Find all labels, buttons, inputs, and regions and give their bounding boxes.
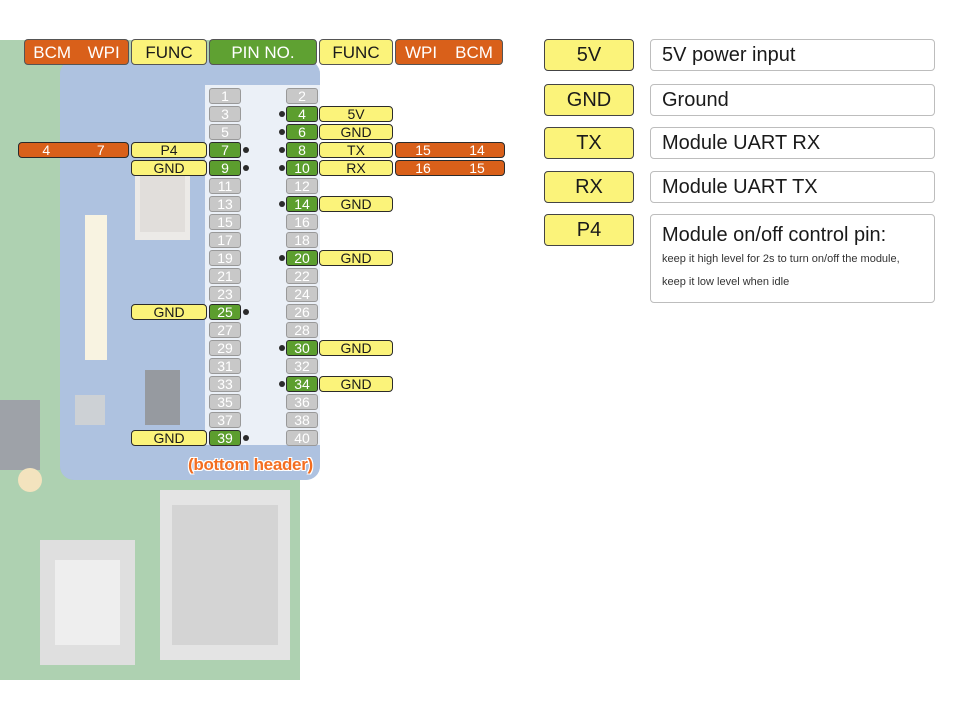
- pin-34-func: GND: [319, 376, 393, 392]
- pin-8: 8: [286, 142, 318, 158]
- pin-23: 23: [209, 286, 241, 302]
- pin-33: 33: [209, 376, 241, 392]
- pin-20-func: GND: [319, 250, 393, 266]
- legend-desc-p4-note-1: keep it high level for 2s to turn on/off…: [662, 253, 900, 265]
- legend-desc-tx: Module UART RX: [650, 127, 935, 159]
- pin-7-wpi: 7: [96, 142, 105, 158]
- pin-16: 16: [286, 214, 318, 230]
- pin-15: 15: [209, 214, 241, 230]
- legend-key-p4: P4: [544, 214, 634, 246]
- pin-10-wpi: 16: [415, 160, 431, 176]
- pin-39-func: GND: [131, 430, 207, 446]
- pin-31: 31: [209, 358, 241, 374]
- pin-10-dot: [279, 165, 285, 171]
- pin-6-func: GND: [319, 124, 393, 140]
- pin-25: 25: [209, 304, 241, 320]
- pin-8-bcm: 14: [469, 142, 485, 158]
- pin-8-dot: [279, 147, 285, 153]
- legend-desc-5v: 5V power input: [650, 39, 935, 71]
- pin-25-func: GND: [131, 304, 207, 320]
- pin-7-func: P4: [131, 142, 207, 158]
- legend-desc-p4: Module on/off control pin: keep it high …: [650, 214, 935, 303]
- pin-7-bcm: 4: [42, 142, 51, 158]
- pin-2: 2: [286, 88, 318, 104]
- pin-28: 28: [286, 322, 318, 338]
- pin-38: 38: [286, 412, 318, 428]
- pin-19: 19: [209, 250, 241, 266]
- pin-35: 35: [209, 394, 241, 410]
- legend-desc-p4-note-2: keep it low level when idle: [662, 276, 790, 288]
- pin-10-bcm: 15: [469, 160, 485, 176]
- pin-34: 34: [286, 376, 318, 392]
- legend-key-rx: RX: [544, 171, 634, 203]
- pin-25-dot: [243, 309, 249, 315]
- pin-39: 39: [209, 430, 241, 446]
- header-wpi-right: WPI: [405, 42, 438, 62]
- header-bcm-wpi-left: BCM WPI: [24, 39, 129, 65]
- pin-37: 37: [209, 412, 241, 428]
- header-func-left: FUNC: [131, 39, 207, 65]
- pin-3: 3: [209, 106, 241, 122]
- pin-9: 9: [209, 160, 241, 176]
- pin-7-dot: [243, 147, 249, 153]
- pin-36: 36: [286, 394, 318, 410]
- pin-24: 24: [286, 286, 318, 302]
- pin-4-dot: [279, 111, 285, 117]
- pin-11: 11: [209, 178, 241, 194]
- pin-14-dot: [279, 201, 285, 207]
- pin-27: 27: [209, 322, 241, 338]
- pin-6-dot: [279, 129, 285, 135]
- pin-9-dot: [243, 165, 249, 171]
- pin-10: 10: [286, 160, 318, 176]
- pin-20: 20: [286, 250, 318, 266]
- pin-6: 6: [286, 124, 318, 140]
- pin-39-dot: [243, 435, 249, 441]
- pin-4: 4: [286, 106, 318, 122]
- pin-1: 1: [209, 88, 241, 104]
- legend-desc-rx: Module UART TX: [650, 171, 935, 203]
- pin-22: 22: [286, 268, 318, 284]
- pin-18: 18: [286, 232, 318, 248]
- pin-29: 29: [209, 340, 241, 356]
- pin-14: 14: [286, 196, 318, 212]
- pin-30-func: GND: [319, 340, 393, 356]
- pin-13: 13: [209, 196, 241, 212]
- pin-12: 12: [286, 178, 318, 194]
- pin-5: 5: [209, 124, 241, 140]
- pin-17: 17: [209, 232, 241, 248]
- legend-desc-gnd: Ground: [650, 84, 935, 116]
- header-wpi-left: WPI: [87, 42, 120, 62]
- header-func-right: FUNC: [319, 39, 393, 65]
- pin-20-dot: [279, 255, 285, 261]
- pin-10-func: RX: [319, 160, 393, 176]
- pin-14-func: GND: [319, 196, 393, 212]
- pin-30: 30: [286, 340, 318, 356]
- pin-8-wpi: 15: [415, 142, 431, 158]
- pin-8-func: TX: [319, 142, 393, 158]
- legend-key-tx: TX: [544, 127, 634, 159]
- pin-4-func: 5V: [319, 106, 393, 122]
- pin-30-dot: [279, 345, 285, 351]
- pin-7: 7: [209, 142, 241, 158]
- header-pin-no: PIN NO.: [209, 39, 317, 65]
- header-bcm-right: BCM: [455, 42, 493, 62]
- pin-32: 32: [286, 358, 318, 374]
- pin-26: 26: [286, 304, 318, 320]
- header-wpi-bcm-right: WPI BCM: [395, 39, 503, 65]
- legend-key-5v: 5V: [544, 39, 634, 71]
- legend-desc-p4-title: Module on/off control pin:: [662, 224, 887, 246]
- bottom-header-note: (bottom header): [188, 455, 313, 474]
- pin-40: 40: [286, 430, 318, 446]
- pin-9-func: GND: [131, 160, 207, 176]
- pin-34-dot: [279, 381, 285, 387]
- pin-21: 21: [209, 268, 241, 284]
- header-bcm-left: BCM: [33, 42, 72, 62]
- legend-key-gnd: GND: [544, 84, 634, 116]
